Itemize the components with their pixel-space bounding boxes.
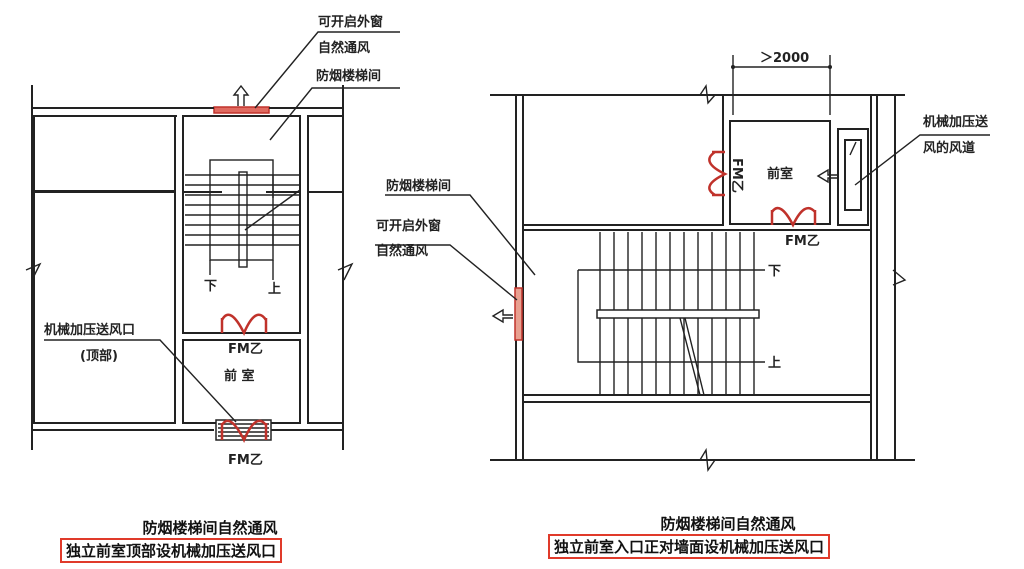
- door-fm-icon: [220, 419, 268, 443]
- left-plan: [31, 31, 400, 450]
- label-door-fm-bottom: FM乙: [228, 453, 263, 468]
- label-door-bottom: FM乙: [785, 234, 820, 249]
- airflow-arrow-icon: [491, 308, 513, 324]
- door-fm-icon: [770, 206, 817, 228]
- window-marker-right: [514, 287, 523, 341]
- label-up: 上: [268, 282, 281, 297]
- airflow-arrow-icon: [816, 168, 838, 184]
- right-caption-highlight: 独立前室入口正对墙面设机械加压送风口: [548, 534, 831, 559]
- door-fm-icon: [220, 313, 268, 336]
- label-down-right: 下: [768, 264, 781, 279]
- label-down: 下: [204, 279, 217, 294]
- label-duct-line1: 机械加压送: [923, 114, 989, 130]
- door-fm-icon: [708, 150, 728, 197]
- label-anteroom: 前 室: [224, 368, 255, 384]
- label-door-side: FM乙: [729, 158, 744, 193]
- label-up-right: 上: [768, 356, 781, 371]
- label-door-fm: FM乙: [228, 342, 263, 357]
- left-frame: [25, 85, 354, 450]
- left-caption-highlight: 独立前室顶部设机械加压送风口: [60, 538, 283, 563]
- label-dimension: ＞2000: [760, 51, 809, 66]
- label-vent-line1: 机械加压送风口: [44, 322, 135, 338]
- right-plan: [375, 55, 990, 472]
- label-window-line1: 可开启外窗: [318, 14, 383, 30]
- stair-treads: [185, 174, 300, 246]
- airflow-arrow-icon: [232, 84, 250, 106]
- left-caption-title: 防烟楼梯间自然通风: [142, 519, 278, 537]
- label-duct-line2: 风的风道: [923, 140, 975, 156]
- label-stairwell-right: 防烟楼梯间: [386, 178, 451, 194]
- label-window-line1-right: 可开启外窗: [376, 218, 441, 234]
- label-vent-line2: (顶部): [80, 348, 118, 364]
- window-marker: [213, 106, 270, 114]
- label-window-line2-right: 自然通风: [376, 243, 428, 259]
- label-window-line2: 自然通风: [318, 40, 370, 56]
- label-stairwell: 防烟楼梯间: [316, 68, 381, 84]
- label-anteroom-right: 前室: [767, 166, 793, 182]
- right-caption-title: 防烟楼梯间自然通风: [660, 515, 796, 533]
